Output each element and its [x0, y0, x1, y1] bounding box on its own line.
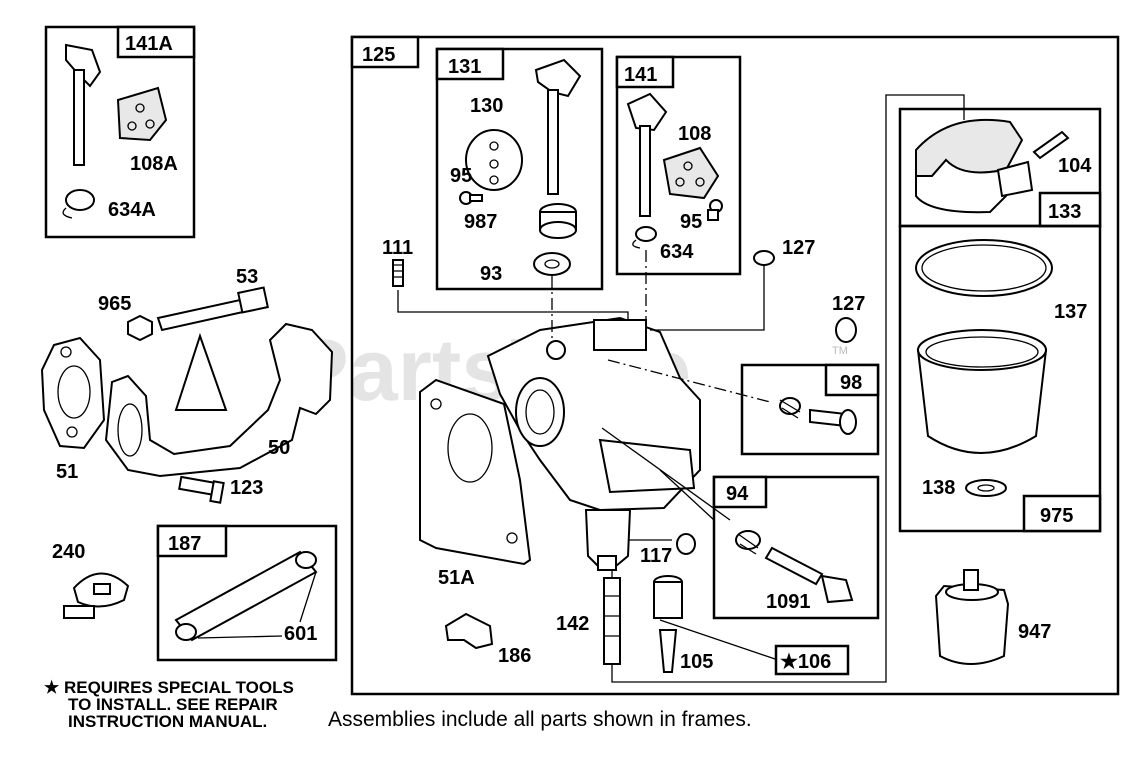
- frame-label-975: 975: [1040, 505, 1073, 527]
- frame-label-187: 187: [168, 533, 201, 555]
- float-part: [915, 118, 1034, 214]
- frame-106: ★106: [774, 644, 850, 676]
- special-tools-note-line-2: TO INSTALL. SEE REPAIR: [68, 695, 278, 714]
- frame-label-106: ★106: [780, 651, 831, 673]
- label-105: 105: [680, 651, 713, 673]
- label-138: 138: [922, 477, 955, 499]
- mixture-screw-part: [764, 546, 854, 604]
- gasket-137-part: [915, 239, 1053, 297]
- spring-98-part: [779, 397, 801, 419]
- frame-125: 125: [350, 35, 1120, 696]
- label-1091: 1091: [766, 591, 811, 613]
- frame-187: 187 601: [156, 524, 338, 662]
- label-51: 51: [56, 461, 78, 483]
- seal-93-part: [533, 252, 571, 276]
- label-987: 987: [464, 211, 497, 233]
- throttle-shaft-141-part: [626, 92, 668, 217]
- label-127b: 127: [832, 293, 865, 315]
- part-117: 117: [640, 533, 696, 567]
- label-95a: 95: [450, 165, 472, 187]
- intake-area: 53 965 51 50 123: [40, 266, 334, 504]
- gasket-51A-part: [419, 378, 532, 566]
- fuel-filter-part: 240: [52, 541, 130, 619]
- bushing-part: [539, 203, 577, 239]
- needle-105-part: [658, 629, 678, 673]
- label-95b: 95: [680, 211, 702, 233]
- stud-bolt-part: [156, 286, 269, 332]
- throttle-plate-part: [116, 86, 168, 142]
- solenoid-947-part: 947: [934, 569, 1051, 665]
- choke-shaft-part: [534, 58, 582, 195]
- screw-95b-part: [707, 199, 723, 221]
- frame-label-131: 131: [448, 56, 481, 78]
- pin-104-part: [1032, 130, 1070, 160]
- screw-123-part: [178, 475, 225, 504]
- label-93: 93: [480, 263, 502, 285]
- label-142: 142: [556, 613, 589, 635]
- screw-95a-part: [459, 191, 483, 205]
- frame-141A: 141A 108A 634A: [44, 25, 196, 239]
- label-123: 123: [230, 477, 263, 499]
- label-186: 186: [498, 645, 531, 667]
- label-111: 111: [382, 237, 413, 259]
- carburetor-body-part: [419, 316, 701, 571]
- frame-label-98: 98: [840, 372, 862, 394]
- label-634: 634: [660, 241, 694, 263]
- label-51A: 51A: [438, 567, 475, 589]
- label-108: 108: [678, 123, 711, 145]
- spring-634-part: [632, 226, 657, 249]
- frame-label-141: 141: [624, 64, 657, 86]
- frame-label-125: 125: [362, 44, 395, 66]
- frame-label-133: 133: [1048, 201, 1081, 223]
- label-137: 137: [1054, 301, 1087, 323]
- screw-98-part: [809, 408, 857, 435]
- special-tools-note-line-1: ★ REQUIRES SPECIAL TOOLS: [44, 678, 294, 697]
- emulsion-tube-part: 142: [556, 577, 621, 665]
- label-104: 104: [1058, 155, 1092, 177]
- label-634A: 634A: [108, 199, 156, 221]
- plug-127b-part: [835, 317, 857, 343]
- label-50: 50: [268, 437, 290, 459]
- manifold-part: [104, 322, 334, 478]
- elbow-186-part: 186: [444, 612, 531, 667]
- frame-98: 98: [740, 363, 880, 456]
- frame-141: 141 108 95 634: [615, 55, 742, 276]
- label-965: 965: [98, 293, 131, 315]
- needle-seat-part: [653, 575, 683, 619]
- trademark-mark: TM: [832, 345, 848, 357]
- frame-label-141A: 141A: [125, 33, 173, 55]
- assemblies-note: Assemblies include all parts shown in fr…: [328, 708, 752, 731]
- throttle-plate-141-part: [662, 146, 720, 200]
- label-127a: 127: [782, 237, 815, 259]
- throttle-shaft-part: [65, 43, 102, 166]
- float-bowl-part: [916, 329, 1048, 454]
- label-117: 117: [640, 545, 672, 567]
- spring-111-part: 111: [382, 237, 413, 287]
- label-601: 601: [284, 623, 317, 645]
- frame-975: 975 137 138: [898, 224, 1102, 533]
- label-108A: 108A: [130, 153, 178, 175]
- label-130: 130: [470, 95, 503, 117]
- spring-part: [62, 189, 95, 219]
- washer-138-part: [965, 479, 1007, 497]
- special-tools-note-line-3: INSTRUCTION MANUAL.: [68, 712, 268, 731]
- choke-plate-part: [465, 129, 523, 191]
- spring-94-part: [735, 530, 761, 555]
- gasket-part: [40, 336, 106, 450]
- frame-131: 131 130 95 987 93: [435, 47, 604, 291]
- label-947: 947: [1018, 621, 1051, 643]
- frame-94: 94 1091: [712, 475, 880, 620]
- nut-part: [127, 314, 153, 342]
- frame-label-94: 94: [726, 483, 749, 505]
- frame-133: 133 104: [898, 107, 1102, 228]
- plug-127a-part: [753, 250, 775, 266]
- label-53: 53: [236, 266, 258, 288]
- label-240: 240: [52, 541, 85, 563]
